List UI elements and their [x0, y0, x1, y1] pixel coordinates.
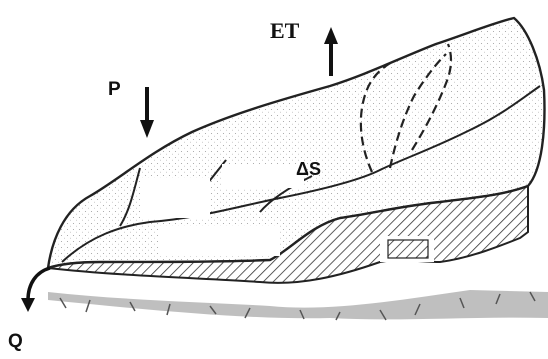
- blank-patch-center: [222, 164, 304, 188]
- q-arrow-icon: [21, 268, 50, 312]
- p-label: P: [108, 80, 121, 99]
- blank-patch-lower: [160, 226, 280, 256]
- et-label: ET: [270, 20, 299, 42]
- delta-s-label: ΔS: [296, 160, 321, 178]
- et-arrow-icon: [324, 27, 338, 76]
- ground-texture: [48, 290, 548, 320]
- p-arrow-icon: [140, 87, 154, 138]
- q-label: Q: [8, 332, 23, 351]
- blank-patch-left: [140, 178, 210, 218]
